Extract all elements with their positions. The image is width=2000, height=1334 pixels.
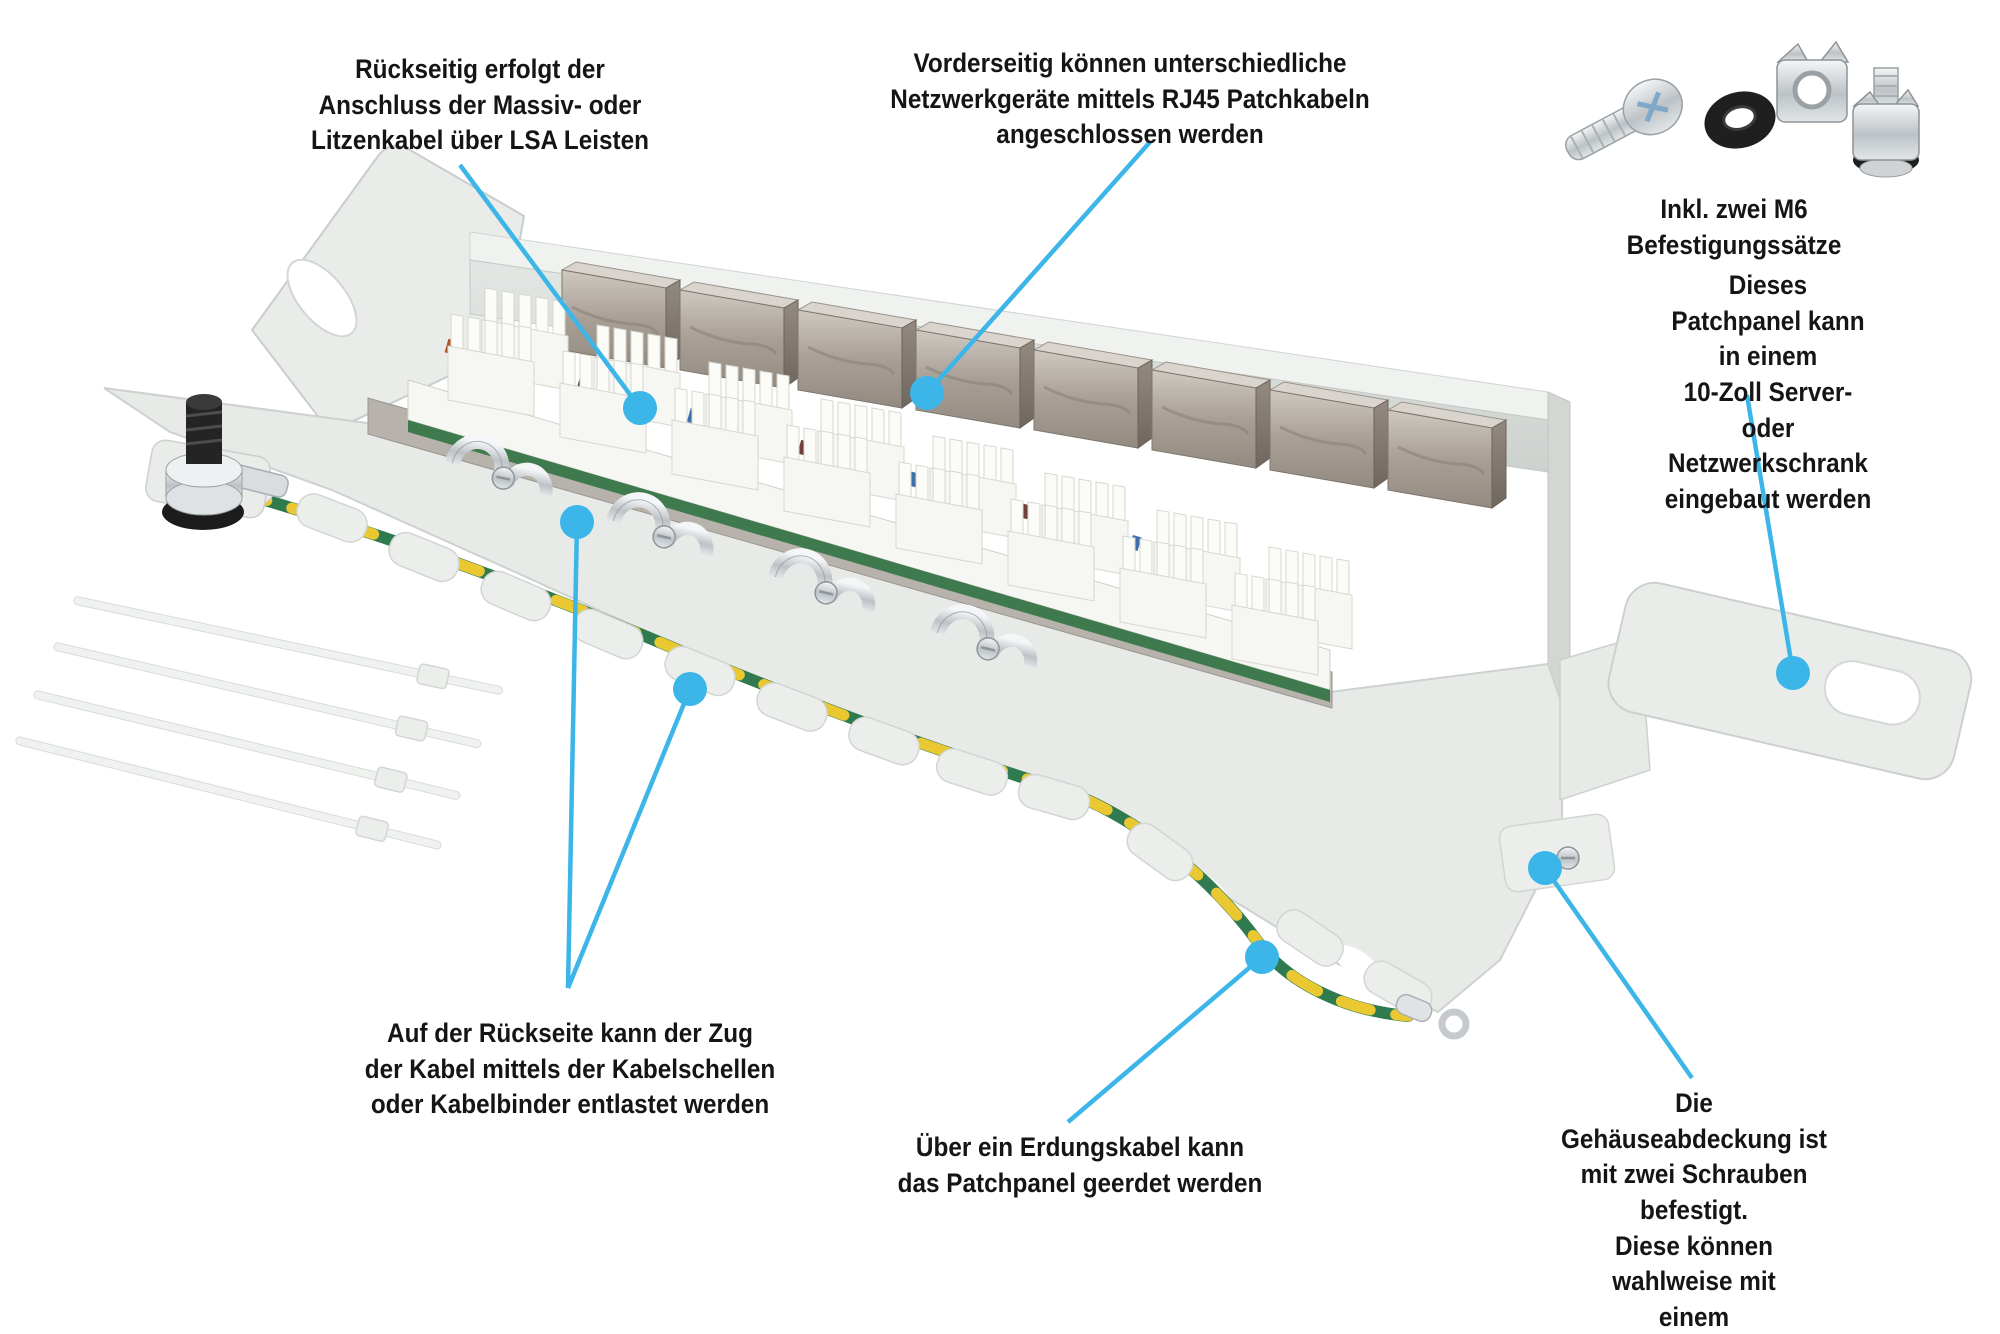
rj45-module <box>1032 340 1154 450</box>
grounding-stud <box>144 394 289 530</box>
callout-dot-screw <box>1528 851 1562 885</box>
callout-line-tab <box>565 688 693 989</box>
callout-lines <box>458 140 1810 1124</box>
callout-line-rj45 <box>925 140 1152 395</box>
callout-dot-ear <box>1776 656 1810 690</box>
callout-dot-lsa <box>623 391 657 425</box>
rj45-module <box>796 300 918 410</box>
annotation-front-rj45: Vorderseitig können unterschiedliche Net… <box>890 48 1370 150</box>
annotation-grounding: Über ein Erdungskabel kann das Patchpane… <box>897 1132 1263 1198</box>
annotation-rack-mount: Dieses Patchpanel kann in einem 10-Zoll … <box>1664 270 1872 514</box>
rj45-module <box>1150 360 1272 470</box>
callout-line-ground <box>1066 955 1264 1124</box>
callout-dot-rj45 <box>910 376 944 410</box>
annotation-strain-relief: Auf der Rückseite kann der Zug der Kabel… <box>364 1018 776 1120</box>
callout-line-clamp <box>565 521 580 989</box>
callout-dot-clamp <box>560 505 594 539</box>
callout-line-lsa <box>458 163 642 410</box>
m6-cage-nut <box>1776 40 1850 123</box>
rj45-module <box>678 280 800 390</box>
annotation-mounting-kit: Inkl. zwei M6 Befestigungssätze <box>1626 194 1842 260</box>
rj45-module <box>1268 380 1390 490</box>
cable-ties <box>12 589 506 857</box>
m6-washer <box>1704 91 1776 149</box>
pcb-assembly <box>367 338 1333 709</box>
callout-line-ear <box>1744 394 1796 674</box>
ring-terminal <box>1395 993 1470 1040</box>
callout-dot-tab <box>673 672 707 706</box>
cover-screw <box>1498 813 1616 893</box>
callout-dot-ground <box>1245 940 1279 974</box>
annotation-rear-lsa: Rückseitig erfolgt der Anschluss der Mas… <box>310 54 650 156</box>
m6-mounting-kit <box>1565 40 1920 178</box>
callout-line-screw <box>1543 866 1694 1080</box>
right-mounting-ear <box>1559 581 1973 802</box>
rj45-module <box>1386 400 1508 510</box>
m6-screw <box>1565 78 1683 161</box>
annotation-cover-screws: Die Gehäuseabdeckung ist mit zwei Schrau… <box>1560 1088 1828 1332</box>
m6-cage-nut-assembled <box>1852 67 1920 178</box>
